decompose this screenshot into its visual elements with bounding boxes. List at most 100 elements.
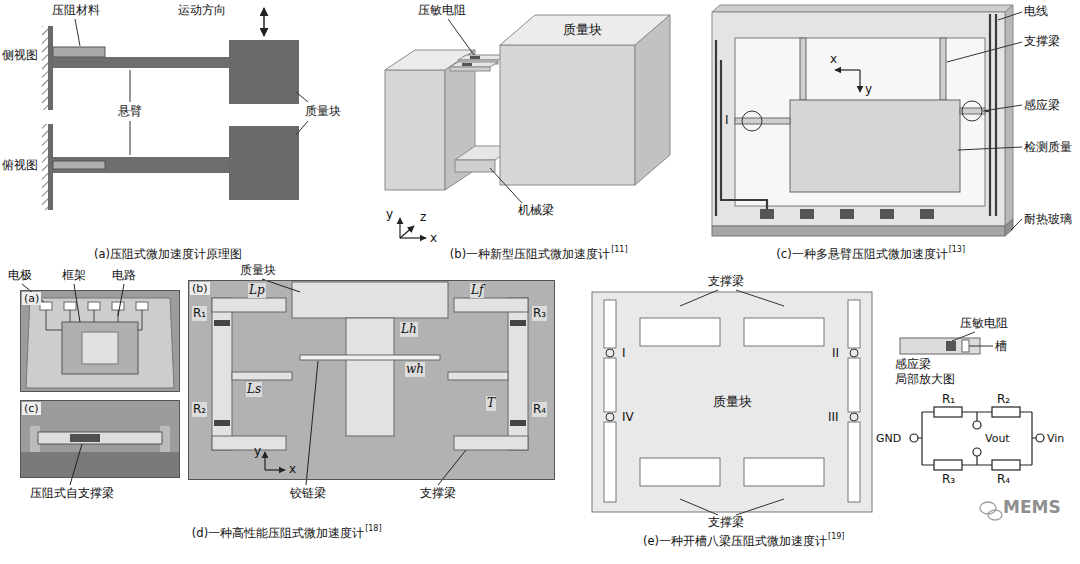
part-label: 电线 <box>1024 4 1048 19</box>
part-label: 机械梁 <box>518 203 554 218</box>
panel-caption: (c)一种多悬臂压阻式微加速度计 <box>776 247 947 262</box>
bridge-circuit <box>934 407 962 417</box>
leader-line <box>947 42 1022 62</box>
axis-label: z <box>420 210 426 225</box>
eight-beam-chip <box>850 349 858 357</box>
multi-cantilever-chip <box>712 5 1013 236</box>
motion-arrow <box>263 8 265 36</box>
reference-number: [13] <box>949 245 965 255</box>
chip-photo <box>20 290 180 392</box>
watermark-icon <box>988 510 1002 520</box>
node-text: 质量块 <box>713 394 752 410</box>
part-label: 悬臂 <box>118 104 142 119</box>
node-text: (b) <box>190 282 210 295</box>
resistor-label: R₂ <box>192 402 207 417</box>
multi-cantilever-chip <box>920 209 934 219</box>
eight-beam-chip <box>640 318 720 346</box>
eight-beam-chip <box>848 300 860 348</box>
eight-beam-chip <box>640 458 720 486</box>
leader-line <box>998 12 1022 20</box>
part-label: 感应梁 <box>1024 98 1060 113</box>
eight-beam-chip <box>606 413 614 421</box>
part-label: 压阻材料 <box>52 3 100 18</box>
multi-cantilever-chip <box>715 40 717 216</box>
axis-label: x <box>830 52 837 67</box>
structure-closeup <box>292 282 448 318</box>
motion-arrow <box>264 8 265 36</box>
structure-closeup <box>454 298 528 312</box>
eight-beam-chip <box>604 422 616 502</box>
eight-beam-chip <box>848 358 860 412</box>
axis-arrow <box>859 70 860 92</box>
axis-label: y <box>865 82 872 97</box>
accelerometer-3d <box>470 56 480 59</box>
part-label: 支撑梁 <box>708 515 744 530</box>
axis-arrow <box>264 452 265 470</box>
leader-line <box>448 19 474 55</box>
resistor-label: R₂ <box>997 392 1010 407</box>
structure-closeup <box>300 355 440 360</box>
structure-closeup <box>214 420 230 426</box>
chip-photo <box>136 302 148 310</box>
zoom-caption: 感应梁 局部放大图 <box>895 357 961 387</box>
leader-line <box>958 147 1022 150</box>
beam-closeup <box>20 452 180 478</box>
bridge-circuit <box>992 460 1020 470</box>
chip-photo <box>62 322 138 374</box>
reference-number: [11] <box>611 245 627 255</box>
eight-beam-chip <box>744 318 824 346</box>
part-label: 支撑梁 <box>1024 34 1060 49</box>
axis-label: y <box>386 207 393 222</box>
resistor-label: R₁ <box>942 392 955 407</box>
watermark-icon <box>980 502 996 514</box>
leader-line <box>736 290 784 306</box>
accelerometer-3d <box>450 67 490 71</box>
dimension-label: T <box>486 396 496 411</box>
leader-line <box>70 444 82 485</box>
chip-photo <box>20 290 180 392</box>
axis-arrow <box>400 237 426 238</box>
leader-line <box>75 19 80 46</box>
multi-cantilever-chip <box>1005 5 1013 226</box>
chip-photo <box>64 302 76 310</box>
resistor-label: R₄ <box>532 402 547 417</box>
part-label: 铰链梁 <box>290 486 326 501</box>
mass-block: 质量块 <box>709 392 756 412</box>
leader-line <box>947 12 1022 230</box>
accelerometer-3d <box>455 160 495 172</box>
callout-number: I <box>725 113 729 128</box>
multi-cantilever-chip <box>940 38 946 100</box>
reference-number: [18] <box>365 524 381 534</box>
cantilever-schematic <box>48 26 53 110</box>
multi-cantilever-chip <box>735 38 985 206</box>
callout-number: IV <box>622 410 634 425</box>
structure-closeup <box>346 318 394 436</box>
multi-cantilever-chip <box>712 5 1013 12</box>
part-label: 质量块 <box>240 263 276 278</box>
leader-line <box>983 105 1022 111</box>
eight-beam-chip <box>848 422 860 502</box>
cantilever-schematic <box>42 26 48 110</box>
multi-cantilever-chip <box>962 101 982 121</box>
eight-beam-chip <box>850 413 858 421</box>
multi-cantilever-chip <box>800 38 806 100</box>
panel-caption: (b)一种新型压阻式微加速度计 <box>450 247 610 262</box>
axis-arrow <box>835 69 860 70</box>
chip-photo <box>88 302 100 310</box>
multi-cantilever-chip <box>716 14 996 216</box>
axis-label: y <box>254 444 261 459</box>
panel-caption: (a)压阻式微加速度计原理图 <box>94 247 242 262</box>
eight-beam-chip <box>592 292 872 512</box>
cantilever-schematic <box>48 124 53 210</box>
resistor-label: R₁ <box>192 306 207 321</box>
part-label: 支撑梁 <box>420 486 456 501</box>
multi-cantilever-chip <box>760 209 774 219</box>
eight-beam-chip <box>606 349 614 357</box>
leader-line <box>969 346 993 347</box>
cantilever-schematic <box>229 40 299 104</box>
inset-frame: (c) <box>20 400 180 478</box>
axis-label: x <box>430 231 437 246</box>
part-label: 槽 <box>995 339 1007 354</box>
leader-line <box>680 499 718 515</box>
